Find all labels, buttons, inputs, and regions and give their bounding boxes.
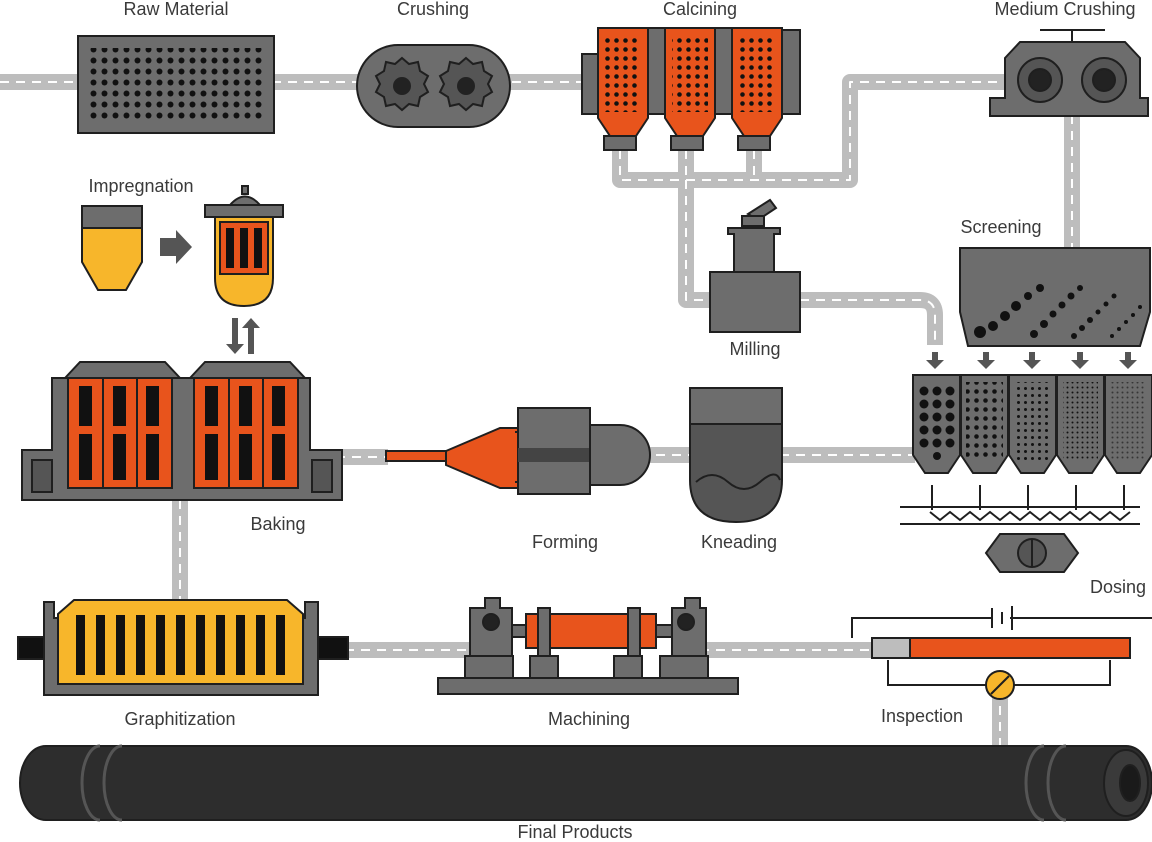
dosing-bin-contents — [919, 386, 955, 460]
mill — [709, 198, 801, 333]
final-product-electrode — [19, 744, 1152, 822]
label-kneading: Kneading — [701, 532, 777, 552]
screening-down-arrows — [926, 352, 1137, 369]
pipe-network — [0, 74, 1080, 750]
screening-particles — [974, 284, 1142, 339]
label-machining: Machining — [548, 709, 630, 729]
dosing-scale — [984, 533, 1080, 573]
forming-press — [385, 407, 651, 495]
dosing-conveyor — [900, 485, 1140, 525]
kneader — [689, 387, 783, 524]
bin-2-contents — [966, 382, 1003, 460]
impregnation-bidirectional-arrow — [226, 318, 260, 354]
inspection-electrode — [871, 637, 1131, 659]
label-inspection: Inspection — [881, 706, 963, 726]
baking-furnace — [21, 361, 343, 501]
baking-electrodes — [79, 386, 285, 480]
calcining-kilns — [581, 27, 801, 151]
label-final-products: Final Products — [517, 822, 632, 842]
label-milling: Milling — [729, 339, 780, 359]
label-medium-crushing: Medium Crushing — [994, 0, 1135, 19]
label-raw-material: Raw Material — [123, 0, 228, 19]
label-baking: Baking — [250, 514, 305, 534]
label-impregnation: Impregnation — [88, 176, 193, 196]
label-graphitization: Graphitization — [124, 709, 235, 729]
impregnation-unit — [81, 185, 284, 308]
label-screening: Screening — [960, 217, 1041, 237]
label-crushing: Crushing — [397, 0, 469, 19]
lathe — [437, 597, 739, 695]
bin-4-contents — [1063, 382, 1098, 460]
graphitization-electrodes — [76, 615, 285, 675]
label-dosing: Dosing — [1090, 577, 1146, 597]
label-forming: Forming — [532, 532, 598, 552]
crusher — [356, 44, 511, 128]
raw-material-hopper — [77, 35, 275, 134]
screening-unit — [959, 247, 1151, 347]
label-calcining: Calcining — [663, 0, 737, 19]
bin-3-contents — [1015, 382, 1050, 460]
bin-5-contents — [1111, 382, 1146, 460]
medium-crusher — [989, 29, 1149, 117]
inspection-circuit — [851, 606, 1152, 686]
inspection-meter — [985, 670, 1015, 700]
